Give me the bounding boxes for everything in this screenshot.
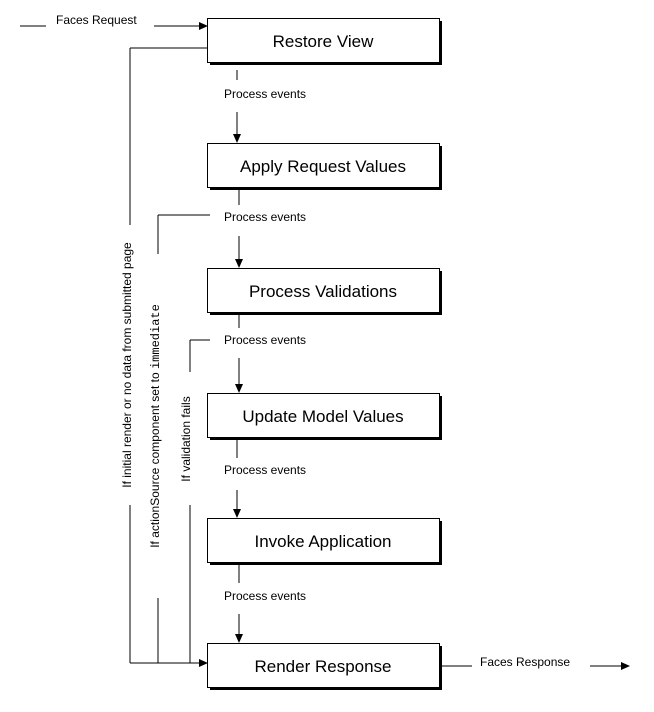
phase-box-invoke-application: Invoke Application: [207, 518, 442, 565]
initial-render-bypass-line: [129, 47, 208, 667]
faces-response-arrow: [442, 662, 630, 670]
process-events-label-3: Process events: [224, 333, 306, 347]
process-events-label-1: Process events: [224, 87, 306, 101]
validation-fails-bypass-label: If validation fails: [179, 396, 193, 481]
immediate-code: immediate: [149, 304, 163, 369]
phase-box-apply-request-values: Apply Request Values: [207, 143, 442, 190]
process-events-label-5: Process events: [224, 589, 306, 603]
faces-request-arrow: [20, 22, 208, 30]
faces-response-label: Faces Response: [480, 655, 570, 669]
phase-label-apply-request-values: Apply Request Values: [240, 157, 406, 176]
immediate-bypass-label-prefix: If actionSource component set to: [148, 369, 162, 548]
phase-label-restore-view: Restore View: [273, 32, 375, 51]
connector-apply-to-validations: [235, 188, 243, 268]
faces-request-label: Faces Request: [56, 13, 137, 27]
phase-label-update-model-values: Update Model Values: [242, 407, 403, 426]
phase-box-restore-view: Restore View: [207, 18, 442, 65]
connector-validations-to-update: [235, 313, 243, 393]
connector-restore-to-apply: [233, 70, 241, 143]
immediate-bypass-label: If actionSource component set to immedia…: [148, 304, 163, 548]
process-events-label-2: Process events: [224, 210, 306, 224]
validation-fails-bypass-line: [189, 339, 210, 663]
process-events-label-4: Process events: [224, 463, 306, 477]
phase-box-update-model-values: Update Model Values: [207, 393, 442, 440]
phase-label-invoke-application: Invoke Application: [254, 532, 391, 551]
phase-label-render-response: Render Response: [254, 657, 391, 676]
connector-update-to-invoke: [233, 438, 241, 518]
connector-invoke-to-render: [235, 563, 243, 643]
phase-label-process-validations: Process Validations: [249, 282, 397, 301]
immediate-bypass-line: [157, 214, 210, 663]
phase-box-process-validations: Process Validations: [207, 268, 442, 315]
initial-render-bypass-label: If initial render or no data from submit…: [120, 242, 134, 488]
phase-box-render-response: Render Response: [207, 643, 442, 690]
